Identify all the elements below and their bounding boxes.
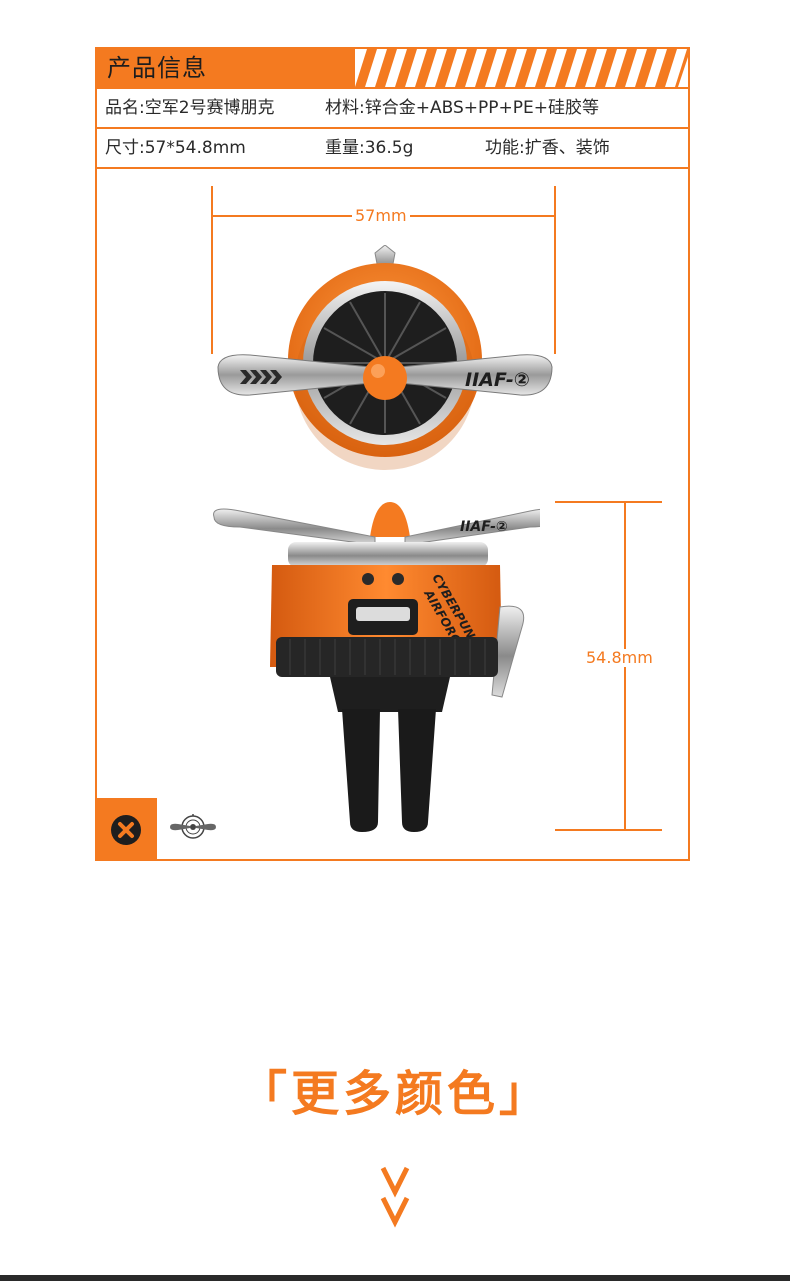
product-side-view: IIAF-② CYBERPUNK AIRFORCE [210, 497, 557, 837]
width-dim-left-tick [211, 186, 213, 354]
width-dim-label: 57mm [352, 207, 410, 225]
product-weight: 重量:36.5g [325, 138, 414, 158]
product-function: 功能:扩香、装饰 [485, 138, 610, 158]
info-row-2: 尺寸:57*54.8mm 重量:36.5g 功能:扩香、装饰 [97, 129, 688, 169]
height-dim-top-tick [555, 501, 662, 503]
product-info-panel: 产品信息 [95, 47, 690, 861]
close-circle-icon [111, 814, 141, 845]
product-material: 材料:锌合金+ABS+PP+PE+硅胶等 [325, 98, 599, 118]
header-stripes [355, 49, 688, 87]
double-chevron-down-icon [375, 1160, 415, 1230]
panel-header: 产品信息 [97, 49, 688, 89]
info-row-1: 品名:空军2号赛博朋克 材料:锌合金+ABS+PP+PE+硅胶等 [97, 89, 688, 129]
corner-badge [95, 798, 157, 861]
height-dim-label: 54.8mm [583, 649, 656, 667]
product-name: 品名:空军2号赛博朋克 [105, 98, 275, 118]
width-dim-right-tick [554, 186, 556, 354]
propeller-logo-icon [168, 812, 218, 842]
product-size: 尺寸:57*54.8mm [105, 138, 246, 158]
bottom-divider [0, 1275, 790, 1281]
blade-mark-front: IIAF-② [465, 369, 530, 391]
panel-title: 产品信息 [97, 49, 355, 87]
blade-mark-side: IIAF-② [460, 519, 508, 535]
more-colors-heading: 「更多颜色」 [238, 1066, 551, 1122]
product-front-view: IIAF-② [210, 244, 560, 470]
height-dim-bottom-tick [555, 829, 662, 831]
